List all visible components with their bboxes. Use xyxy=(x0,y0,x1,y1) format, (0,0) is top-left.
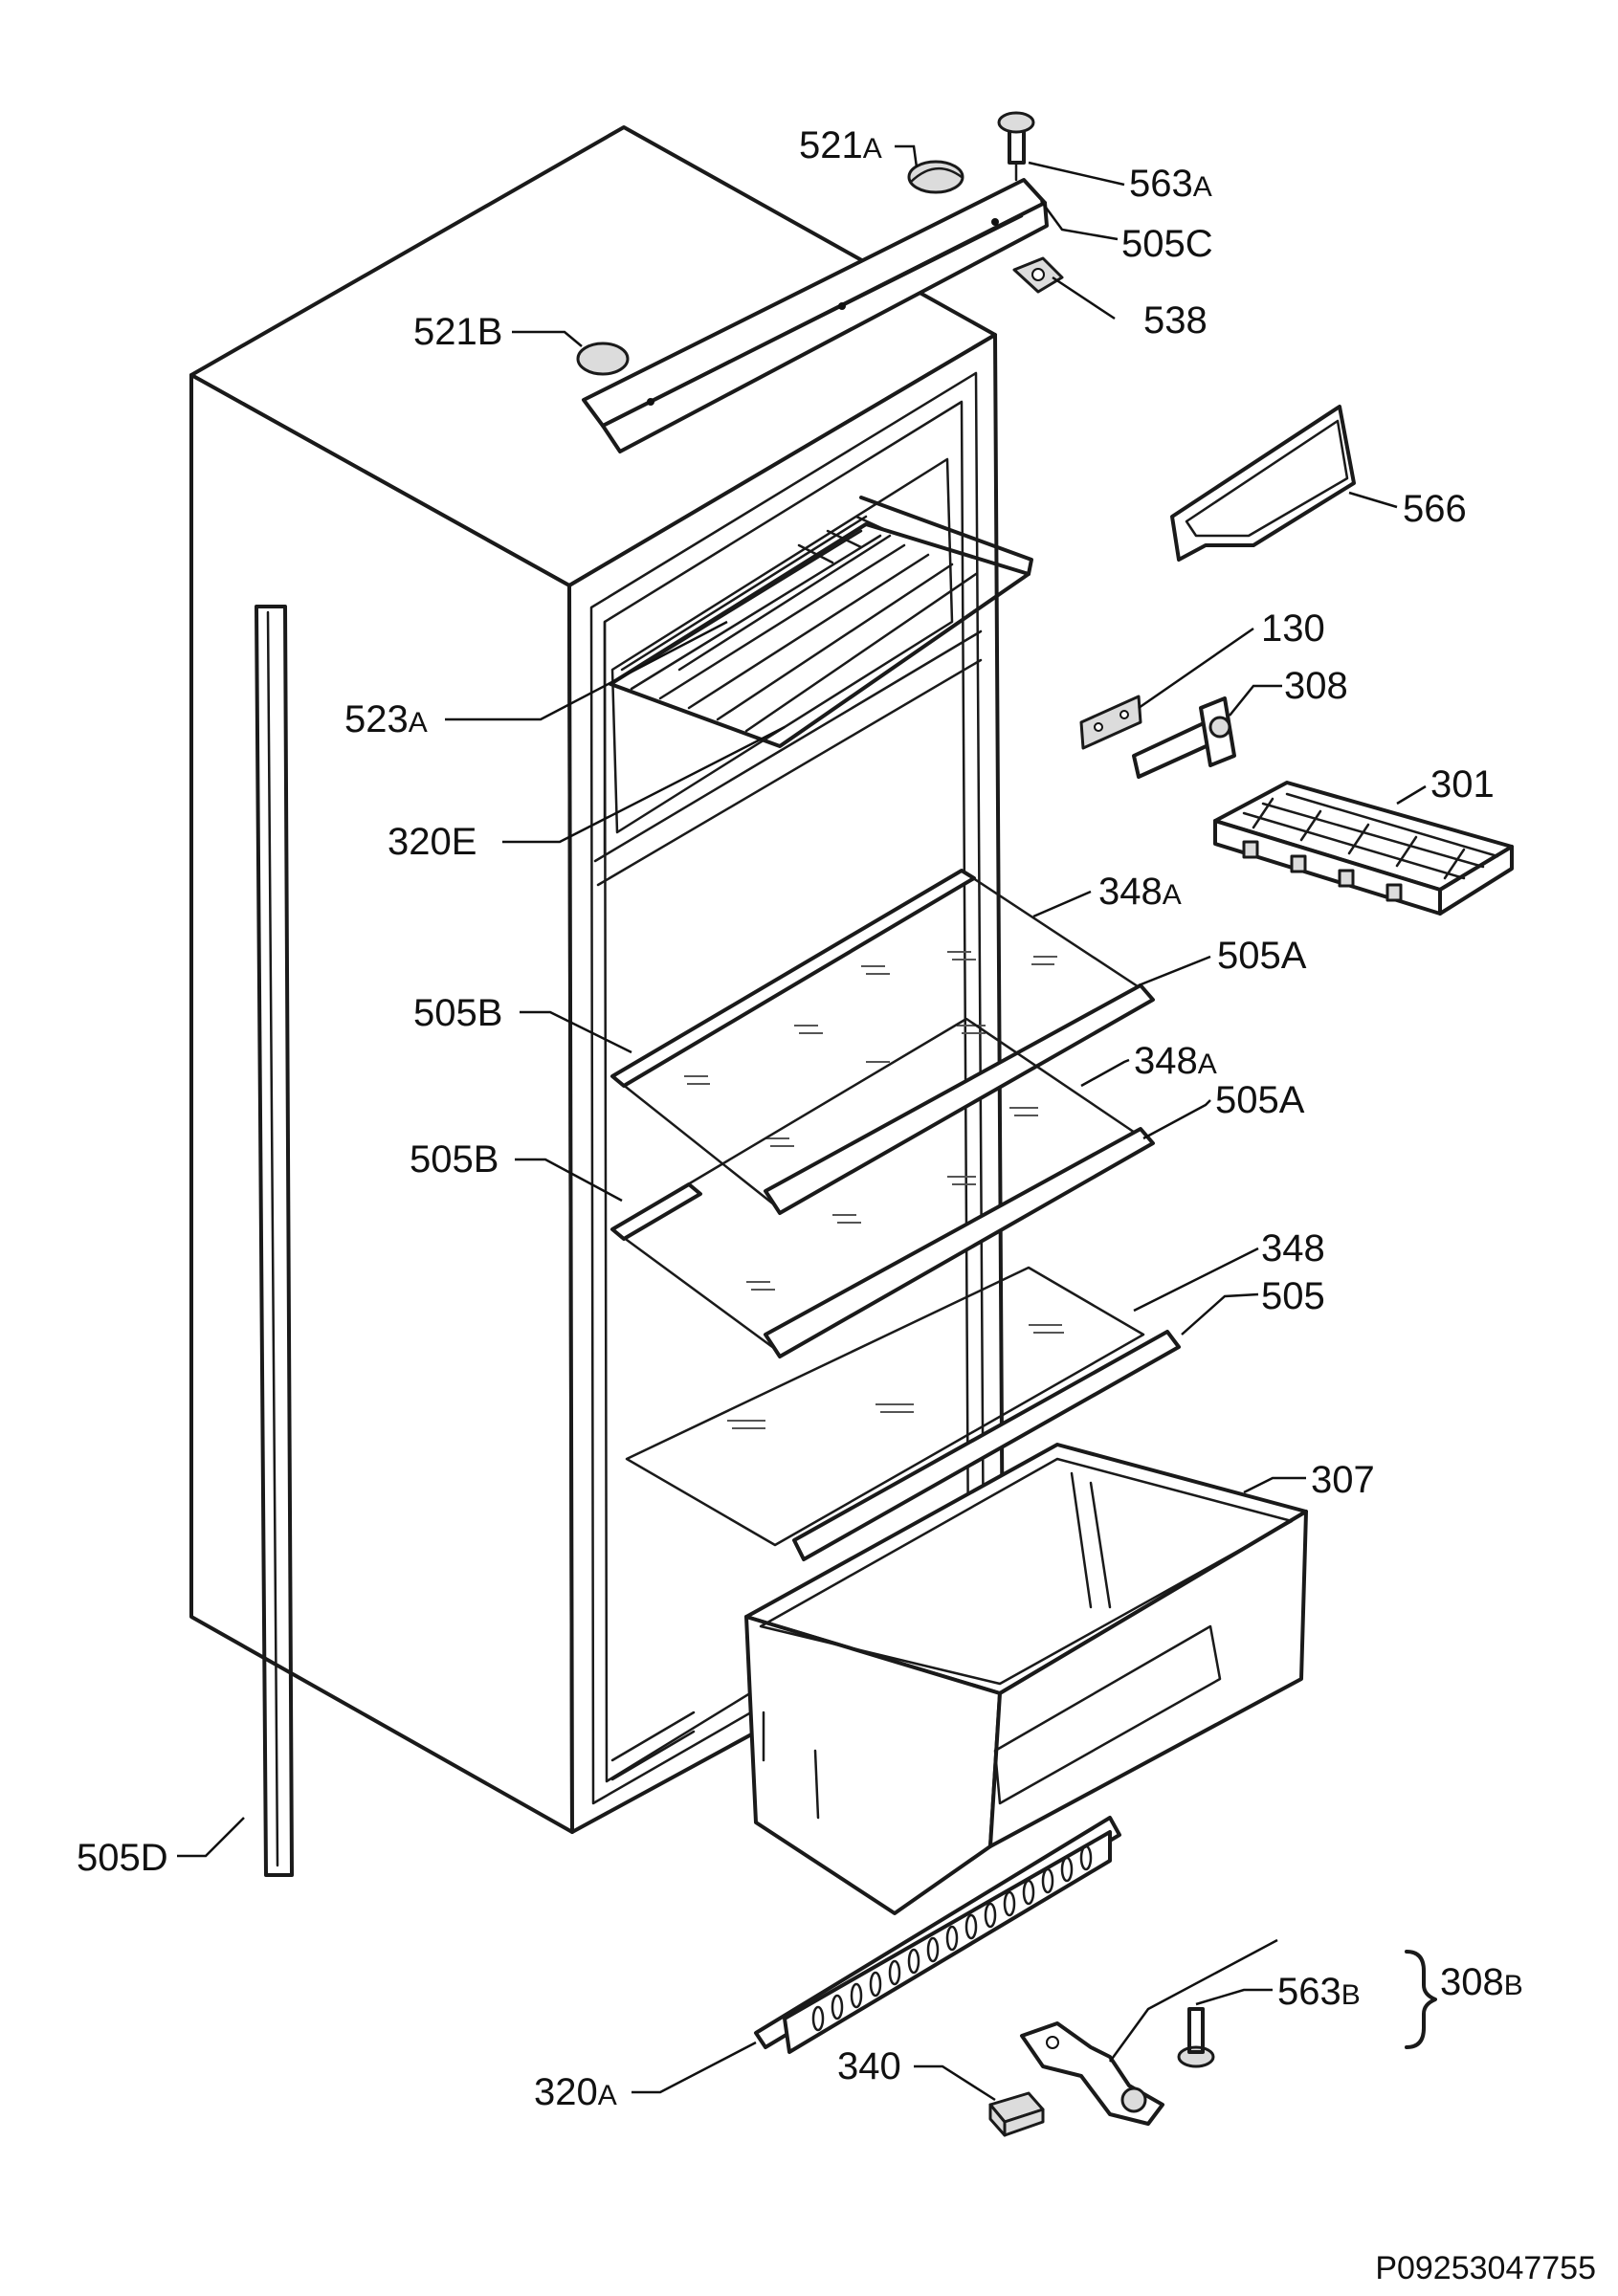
glass-shelf-lower xyxy=(625,1266,1181,1561)
bottom-grille xyxy=(754,1816,1121,2054)
label-320e: 320E xyxy=(388,821,477,863)
label-301: 301 xyxy=(1430,763,1495,806)
part-labels: 521A 563A 505C 538 521B 566 130 308 523A… xyxy=(77,124,1523,2113)
label-521a: 521A xyxy=(799,124,882,166)
freezer-wire-shelf xyxy=(609,496,1033,748)
label-130: 130 xyxy=(1261,607,1325,650)
label-523a: 523A xyxy=(344,698,428,740)
label-308b: 308B xyxy=(1440,1961,1523,2003)
screw-563b xyxy=(1177,2007,1215,2068)
label-521b: 521B xyxy=(413,311,502,353)
label-538: 538 xyxy=(1143,299,1208,342)
screw-563a xyxy=(997,111,1035,182)
label-566: 566 xyxy=(1403,488,1467,530)
plate-130 xyxy=(1079,695,1142,750)
hinge-308 xyxy=(1132,696,1236,779)
label-308: 308 xyxy=(1284,665,1348,707)
reference-number: P09253047755 xyxy=(1375,2250,1596,2286)
crisper-drawer xyxy=(744,1443,1308,1915)
leader-lines xyxy=(177,144,1437,2102)
label-563a: 563A xyxy=(1129,163,1212,205)
cap-521a xyxy=(907,160,964,194)
block-340 xyxy=(988,2091,1045,2137)
label-348: 348 xyxy=(1261,1227,1325,1269)
label-505: 505 xyxy=(1261,1275,1325,1317)
label-307: 307 xyxy=(1311,1459,1375,1501)
label-505c: 505C xyxy=(1121,223,1213,265)
label-320a: 320A xyxy=(534,2071,617,2113)
door-seal-strip xyxy=(255,605,294,1877)
label-348a-middle: 348A xyxy=(1134,1040,1217,1082)
glass-shelf-upper xyxy=(610,869,1155,1215)
label-505b-middle: 505B xyxy=(410,1138,499,1181)
hinge-308b xyxy=(1020,2021,1164,2126)
label-505a-upper: 505A xyxy=(1217,935,1307,977)
cap-521b xyxy=(576,342,630,376)
label-505b-upper: 505B xyxy=(413,992,502,1034)
top-hinge-bar xyxy=(582,178,1049,453)
ice-tray-301 xyxy=(1213,781,1514,916)
label-348a-upper: 348A xyxy=(1098,871,1182,913)
label-505d: 505D xyxy=(77,1837,168,1879)
label-563b: 563B xyxy=(1277,1971,1361,2013)
part-566 xyxy=(1170,405,1356,562)
bracket-538 xyxy=(1012,256,1064,294)
label-340: 340 xyxy=(837,2045,901,2087)
label-505a-middle: 505A xyxy=(1215,1079,1305,1121)
